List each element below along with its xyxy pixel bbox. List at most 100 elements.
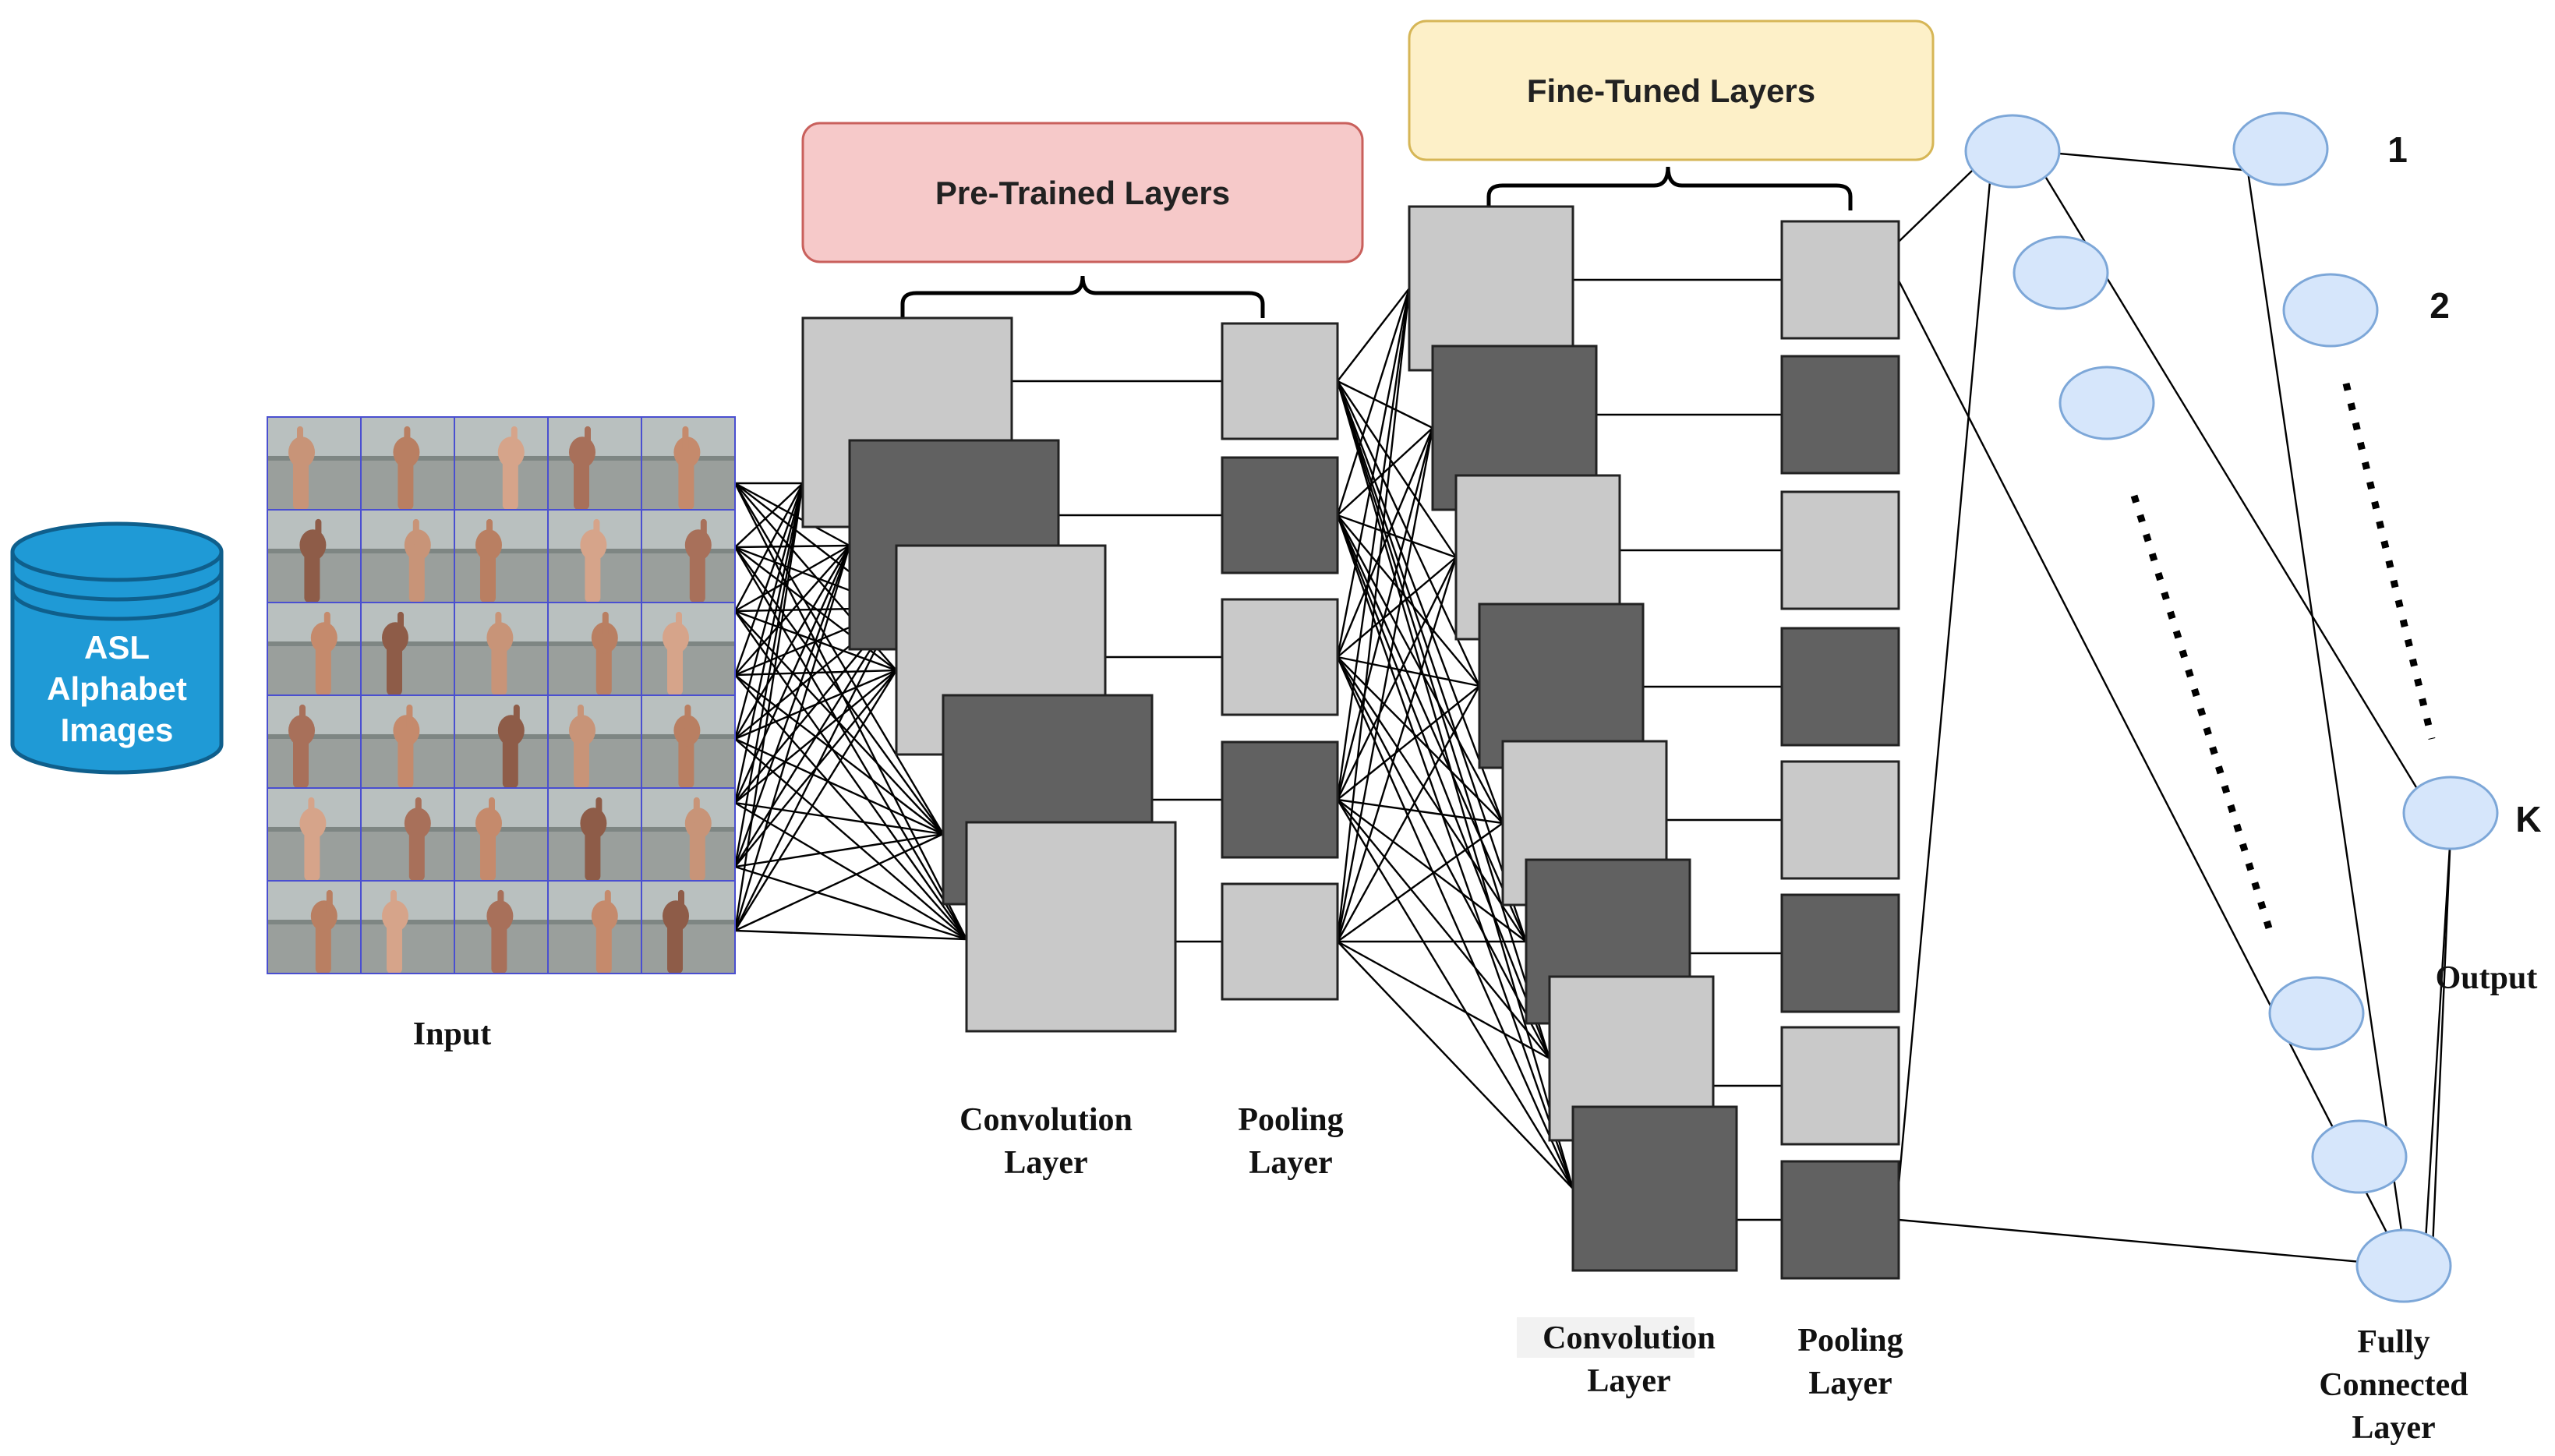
- connection-line: [733, 482, 804, 868]
- input-thumbnail: [360, 787, 455, 882]
- connection-line: [1336, 288, 1411, 800]
- output-ellipsis-dots: [2342, 382, 2436, 740]
- connection-line: [2246, 171, 2405, 1248]
- connection-line: [734, 929, 967, 941]
- output-node-label-k: K: [2515, 799, 2541, 839]
- output-neuron-node: [2282, 273, 2379, 348]
- connection-line: [2422, 833, 2452, 1267]
- connection-line: [733, 482, 804, 612]
- connection-line: [733, 545, 851, 931]
- pool1-feature-map: [1221, 740, 1339, 859]
- input-thumbnail: [547, 416, 642, 511]
- finetuned-layers-box: Fine-Tuned Layers: [1408, 19, 1935, 161]
- fc-neuron-node: [2058, 366, 2155, 440]
- connection-line: [733, 482, 945, 835]
- connection-line: [1336, 427, 1434, 800]
- pool1-feature-map: [1221, 456, 1339, 574]
- connection-line: [1336, 514, 1574, 1189]
- conv-block-group-1: [801, 316, 1177, 1033]
- fc-label-line2: Connected: [2319, 1367, 2468, 1403]
- connection-line: [734, 674, 967, 940]
- conv2-feature-map: [1571, 1105, 1738, 1272]
- connection-line: [1897, 155, 1994, 1186]
- conv2-label-line1: Convolution: [1543, 1320, 1716, 1356]
- input-thumbnail: [547, 509, 642, 603]
- input-thumbnail: [360, 694, 455, 789]
- pool1-label-line1: Pooling: [1238, 1102, 1343, 1138]
- connection-line: [1337, 380, 1457, 558]
- connection-line: [734, 737, 944, 836]
- input-thumbnail: [454, 602, 549, 696]
- connection-line: [734, 832, 944, 932]
- fc-label-line1: Fully: [2357, 1324, 2430, 1360]
- pretrained-layers-title: Pre-Trained Layers: [935, 175, 1230, 211]
- connection-line: [1337, 940, 1550, 1060]
- connection-line: [733, 482, 804, 740]
- connection-line: [1337, 380, 1433, 429]
- input-thumbnail: [547, 602, 642, 696]
- pool2-label-line1: Pooling: [1797, 1323, 1903, 1359]
- connection-line: [734, 801, 967, 941]
- database-label-line3: Images: [61, 712, 174, 748]
- pool2-feature-map: [1780, 1026, 1900, 1146]
- connection-line: [1897, 280, 2405, 1267]
- conv2-label-line2: Layer: [1587, 1363, 1670, 1399]
- connection-line: [1336, 288, 1411, 516]
- connection-line: [734, 482, 804, 548]
- connection-line: [1336, 656, 1528, 942]
- connection-line: [1337, 685, 1480, 800]
- connection-line: [733, 482, 804, 676]
- input-image-grid: [267, 416, 736, 974]
- input-thumbnail: [267, 787, 362, 882]
- connection-line: [734, 545, 850, 676]
- connection-line: [733, 482, 804, 804]
- input-thumbnail: [267, 694, 362, 789]
- input-thumbnail: [360, 509, 455, 603]
- connection-line: [1337, 514, 1480, 687]
- connection-line: [1337, 288, 1410, 382]
- pool2-feature-map: [1780, 893, 1900, 1013]
- pool-block-group-1: [1221, 322, 1339, 1001]
- input-thumbnail: [641, 416, 736, 511]
- connection-line: [1336, 557, 1458, 942]
- connection-line: [1337, 427, 1433, 516]
- output-node-label-2: 2: [2430, 285, 2450, 326]
- output-label: Output: [2436, 960, 2538, 996]
- conv1-feature-map: [965, 821, 1177, 1033]
- input-thumbnail: [360, 416, 455, 511]
- conv2-label-highlight: [1517, 1317, 1694, 1358]
- input-thumbnail: [454, 880, 549, 974]
- input-thumbnail: [641, 694, 736, 789]
- input-thumbnail: [267, 880, 362, 974]
- pool2-feature-map: [1780, 627, 1900, 747]
- input-thumbnail: [454, 694, 549, 789]
- neuron-nodes: [1964, 111, 2499, 1303]
- connection-line: [1337, 656, 1480, 687]
- input-thumbnail: [641, 509, 736, 603]
- pool2-feature-map: [1780, 490, 1900, 610]
- connection-line: [733, 545, 851, 740]
- fc-ellipsis-dots: [2130, 494, 2274, 932]
- pretrained-layers-box: Pre-Trained Layers: [801, 122, 1364, 263]
- connection-line: [734, 801, 944, 836]
- pool2-feature-map: [1780, 355, 1900, 475]
- pool-block-group-2: [1780, 220, 1900, 1280]
- output-node-label-1: 1: [2387, 129, 2408, 170]
- input-thumbnail: [267, 416, 362, 511]
- pool2-label-line2: Layer: [1808, 1366, 1892, 1401]
- connection-line: [1337, 799, 1550, 1059]
- fc-neuron-node: [2355, 1228, 2452, 1303]
- connection-line: [734, 544, 850, 613]
- database-label-line2: Alphabet: [47, 670, 187, 707]
- input-thumbnail: [641, 880, 736, 974]
- pool2-feature-map: [1780, 760, 1900, 880]
- fc-neuron-node: [1964, 114, 2061, 189]
- connection-line: [1337, 514, 1457, 559]
- fc-neuron-node: [2013, 235, 2109, 310]
- connection-line: [1336, 514, 1504, 824]
- connection-line: [1336, 656, 1574, 1189]
- input-thumbnail: [641, 602, 736, 696]
- connection-lines: [733, 150, 2452, 1267]
- connection-line: [1337, 798, 1504, 825]
